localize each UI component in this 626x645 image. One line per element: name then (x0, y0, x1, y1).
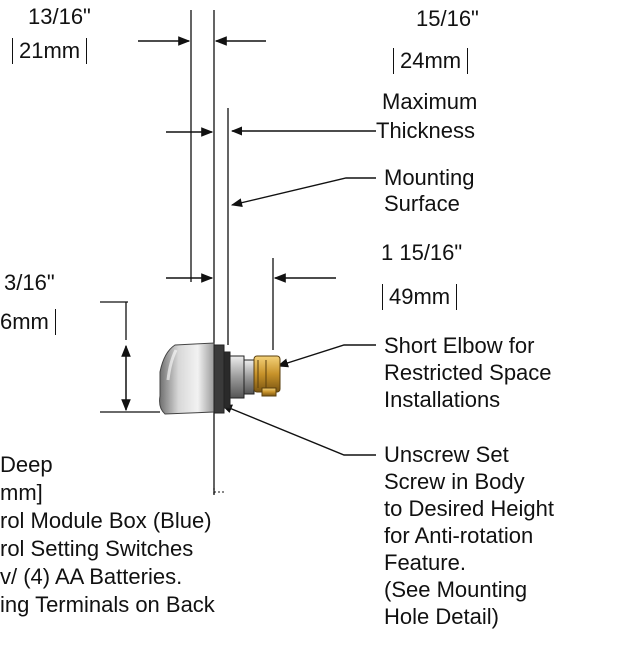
callout-short-elbow-2: Restricted Space (384, 360, 552, 385)
leader-lines (220, 126, 376, 456)
callout-set-screw-1: Unscrew Set (384, 442, 509, 467)
dim-left-imperial: 3/16" (4, 270, 55, 295)
dim-top-left-metric: 21mm (12, 38, 88, 64)
callout-short-elbow-1: Short Elbow for (384, 333, 535, 358)
mounting-hardware (213, 344, 255, 414)
left-note-1: Deep (0, 452, 53, 477)
extension-lines (100, 10, 274, 495)
dim-mid-right-imperial: 1 15/16" (381, 240, 463, 265)
callout-set-screw-4: for Anti-rotation (384, 523, 534, 548)
dimension-arrows (121, 36, 336, 412)
callout-surface: Surface (384, 191, 460, 216)
brass-elbow (253, 355, 281, 397)
callout-maximum: Maximum (382, 89, 478, 114)
callout-thickness: Thickness (376, 118, 476, 143)
left-note-3: rol Module Box (Blue) (0, 508, 212, 533)
dim-left-metric: 6mm (0, 309, 56, 335)
left-note-2: mm] (0, 480, 43, 505)
left-note-4: rol Setting Switches (0, 536, 194, 561)
callout-set-screw-3: to Desired Height (384, 496, 554, 521)
dim-top-right-imperial: 15/16" (416, 6, 479, 31)
left-note-6: ing Terminals on Back (0, 592, 215, 617)
callout-set-screw-7: Hole Detail) (384, 604, 499, 629)
dim-top-right-metric: 24mm (393, 48, 469, 74)
callout-set-screw-6: (See Mounting (384, 577, 528, 602)
callout-set-screw-2: Screw in Body (384, 469, 525, 494)
dim-mid-right-metric: 49mm (382, 284, 458, 310)
callout-short-elbow-3: Installations (384, 387, 501, 412)
control-body (159, 342, 215, 415)
dim-top-left-imperial: 13/16" (28, 4, 91, 29)
callout-mounting: Mounting (384, 165, 475, 190)
left-note-5: v/ (4) AA Batteries. (0, 564, 183, 589)
callout-set-screw-5: Feature. (384, 550, 466, 575)
